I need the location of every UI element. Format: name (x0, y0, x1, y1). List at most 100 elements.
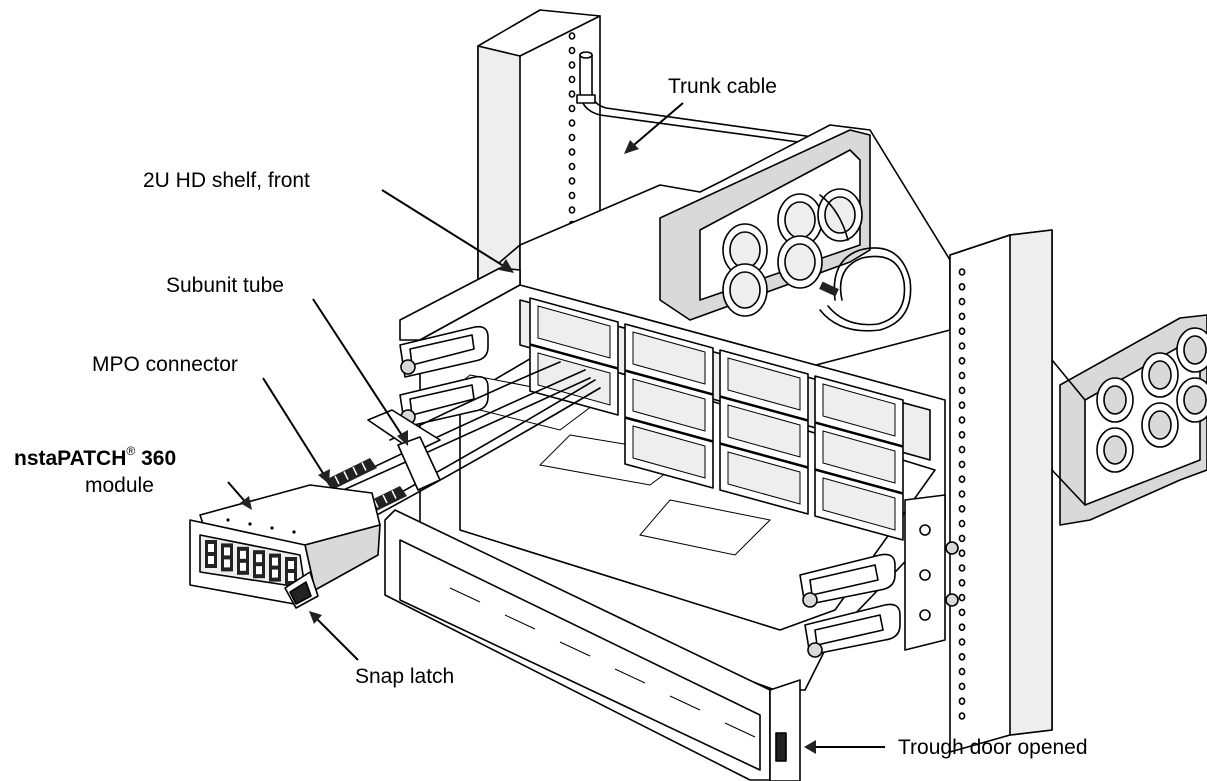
rail-hole (958, 430, 966, 439)
label-subunit-tube: Subunit tube (166, 274, 408, 446)
rail-hole (958, 652, 966, 661)
rail-hole (958, 697, 966, 706)
label-mpo-connector: MPO connector (92, 353, 330, 484)
module-slot-recess (727, 404, 801, 458)
right-rail-holes (958, 268, 966, 720)
rear-adapter-inner (1103, 385, 1127, 415)
rail-hole (958, 623, 966, 632)
snap-latch-label: Snap latch (355, 665, 454, 688)
module-slots (529, 297, 904, 541)
rail-hole (958, 297, 966, 306)
latch-screw (400, 359, 416, 375)
shelf-front-label: 2U HD shelf, front (143, 169, 310, 192)
module-slot-recess (537, 305, 611, 359)
door-rib (504, 614, 536, 630)
label-module: nstaPATCH® 360 module (14, 444, 252, 510)
left-latches (399, 325, 489, 428)
module-marker (270, 526, 274, 530)
rail-hole (568, 32, 576, 40)
rear-adapter-inner (1183, 385, 1207, 415)
rear-ports (722, 188, 863, 317)
mpo-boot (325, 458, 377, 490)
rail-hole (568, 104, 576, 113)
nstapatch-module (189, 484, 381, 609)
rear-port-inner (729, 271, 761, 309)
rear-port-inner (784, 243, 816, 281)
module-word-label: module (85, 474, 154, 497)
mpo-rib (382, 494, 388, 504)
rail-hole (958, 445, 966, 454)
label-trough-door: Trough door opened (804, 736, 1088, 759)
rail-hole (568, 148, 576, 156)
rail-hole (958, 534, 966, 543)
left-rack-rail (477, 9, 601, 283)
port-window (272, 557, 278, 566)
mpo-rib (343, 471, 349, 480)
rail-hole (958, 327, 966, 336)
label-snap-latch: Snap latch (309, 611, 454, 688)
port-window (288, 561, 294, 569)
rail-hole (568, 191, 576, 200)
rail-hole (958, 504, 966, 513)
module-title-label: nstaPATCH® 360 (14, 444, 176, 470)
port-window (240, 550, 246, 559)
mpo-connector-label: MPO connector (92, 353, 238, 376)
rail-hole (568, 162, 576, 171)
rear-adapters (1096, 327, 1207, 473)
label-trunk-cable: Trunk cable (624, 75, 777, 154)
trunk-cable-label: Trunk cable (668, 75, 777, 98)
rail-hole (958, 416, 966, 424)
rail-hole (958, 475, 966, 484)
module-slot-recess (822, 383, 896, 437)
port-window (256, 566, 262, 575)
rear-adapter-inner (1183, 335, 1207, 365)
rail-hole (958, 519, 966, 528)
latch-grip (409, 334, 475, 366)
rail-hole (958, 268, 966, 276)
rear-adapter-inner (1148, 360, 1172, 390)
mpo-rib (352, 466, 358, 476)
rail-hole (958, 401, 966, 410)
port-window (272, 569, 278, 578)
subunit-tube-label: Subunit tube (166, 274, 284, 297)
door-rib (559, 641, 591, 657)
module-slot-recess (822, 430, 896, 484)
mpo-rib (361, 462, 367, 471)
mpo-rib (334, 475, 340, 485)
rail-hole (568, 206, 576, 214)
module-slot-recess (632, 425, 706, 479)
rail-hole (958, 342, 966, 350)
module-slot-recess (632, 378, 706, 432)
port-window (208, 556, 214, 564)
rail-hole (958, 578, 966, 587)
port-window (208, 544, 214, 552)
rail-hole (568, 61, 576, 69)
rail-hole (958, 371, 966, 380)
label-shelf-front: 2U HD shelf, front (143, 169, 514, 273)
rear-port-inner (784, 201, 816, 239)
rail-hole (958, 712, 966, 720)
rail-hole (958, 460, 966, 469)
rear-adapter-inner (1103, 435, 1127, 465)
door-rib (724, 722, 756, 738)
port-window (256, 554, 262, 563)
module-registered-mark: ® (126, 444, 135, 458)
subunit-tubes (329, 361, 601, 524)
rail-hole (958, 312, 966, 321)
module-marker (292, 530, 296, 534)
rail-hole (958, 638, 966, 646)
rail-hole (958, 356, 966, 365)
rail-hole (958, 564, 966, 572)
rear-port-inner (729, 231, 761, 269)
rail-hole (958, 549, 966, 558)
rail-hole (568, 119, 576, 127)
module-slot-recess (822, 477, 896, 531)
rail-hole (568, 133, 576, 142)
trough-door-label: Trough door opened (898, 736, 1088, 759)
door-rib (614, 668, 646, 684)
rail-hole (958, 593, 966, 602)
rail-hole (958, 282, 966, 291)
trunk-cable (576, 51, 846, 146)
rear-adapter-inner (1148, 410, 1172, 440)
module-slot-recess (632, 331, 706, 385)
